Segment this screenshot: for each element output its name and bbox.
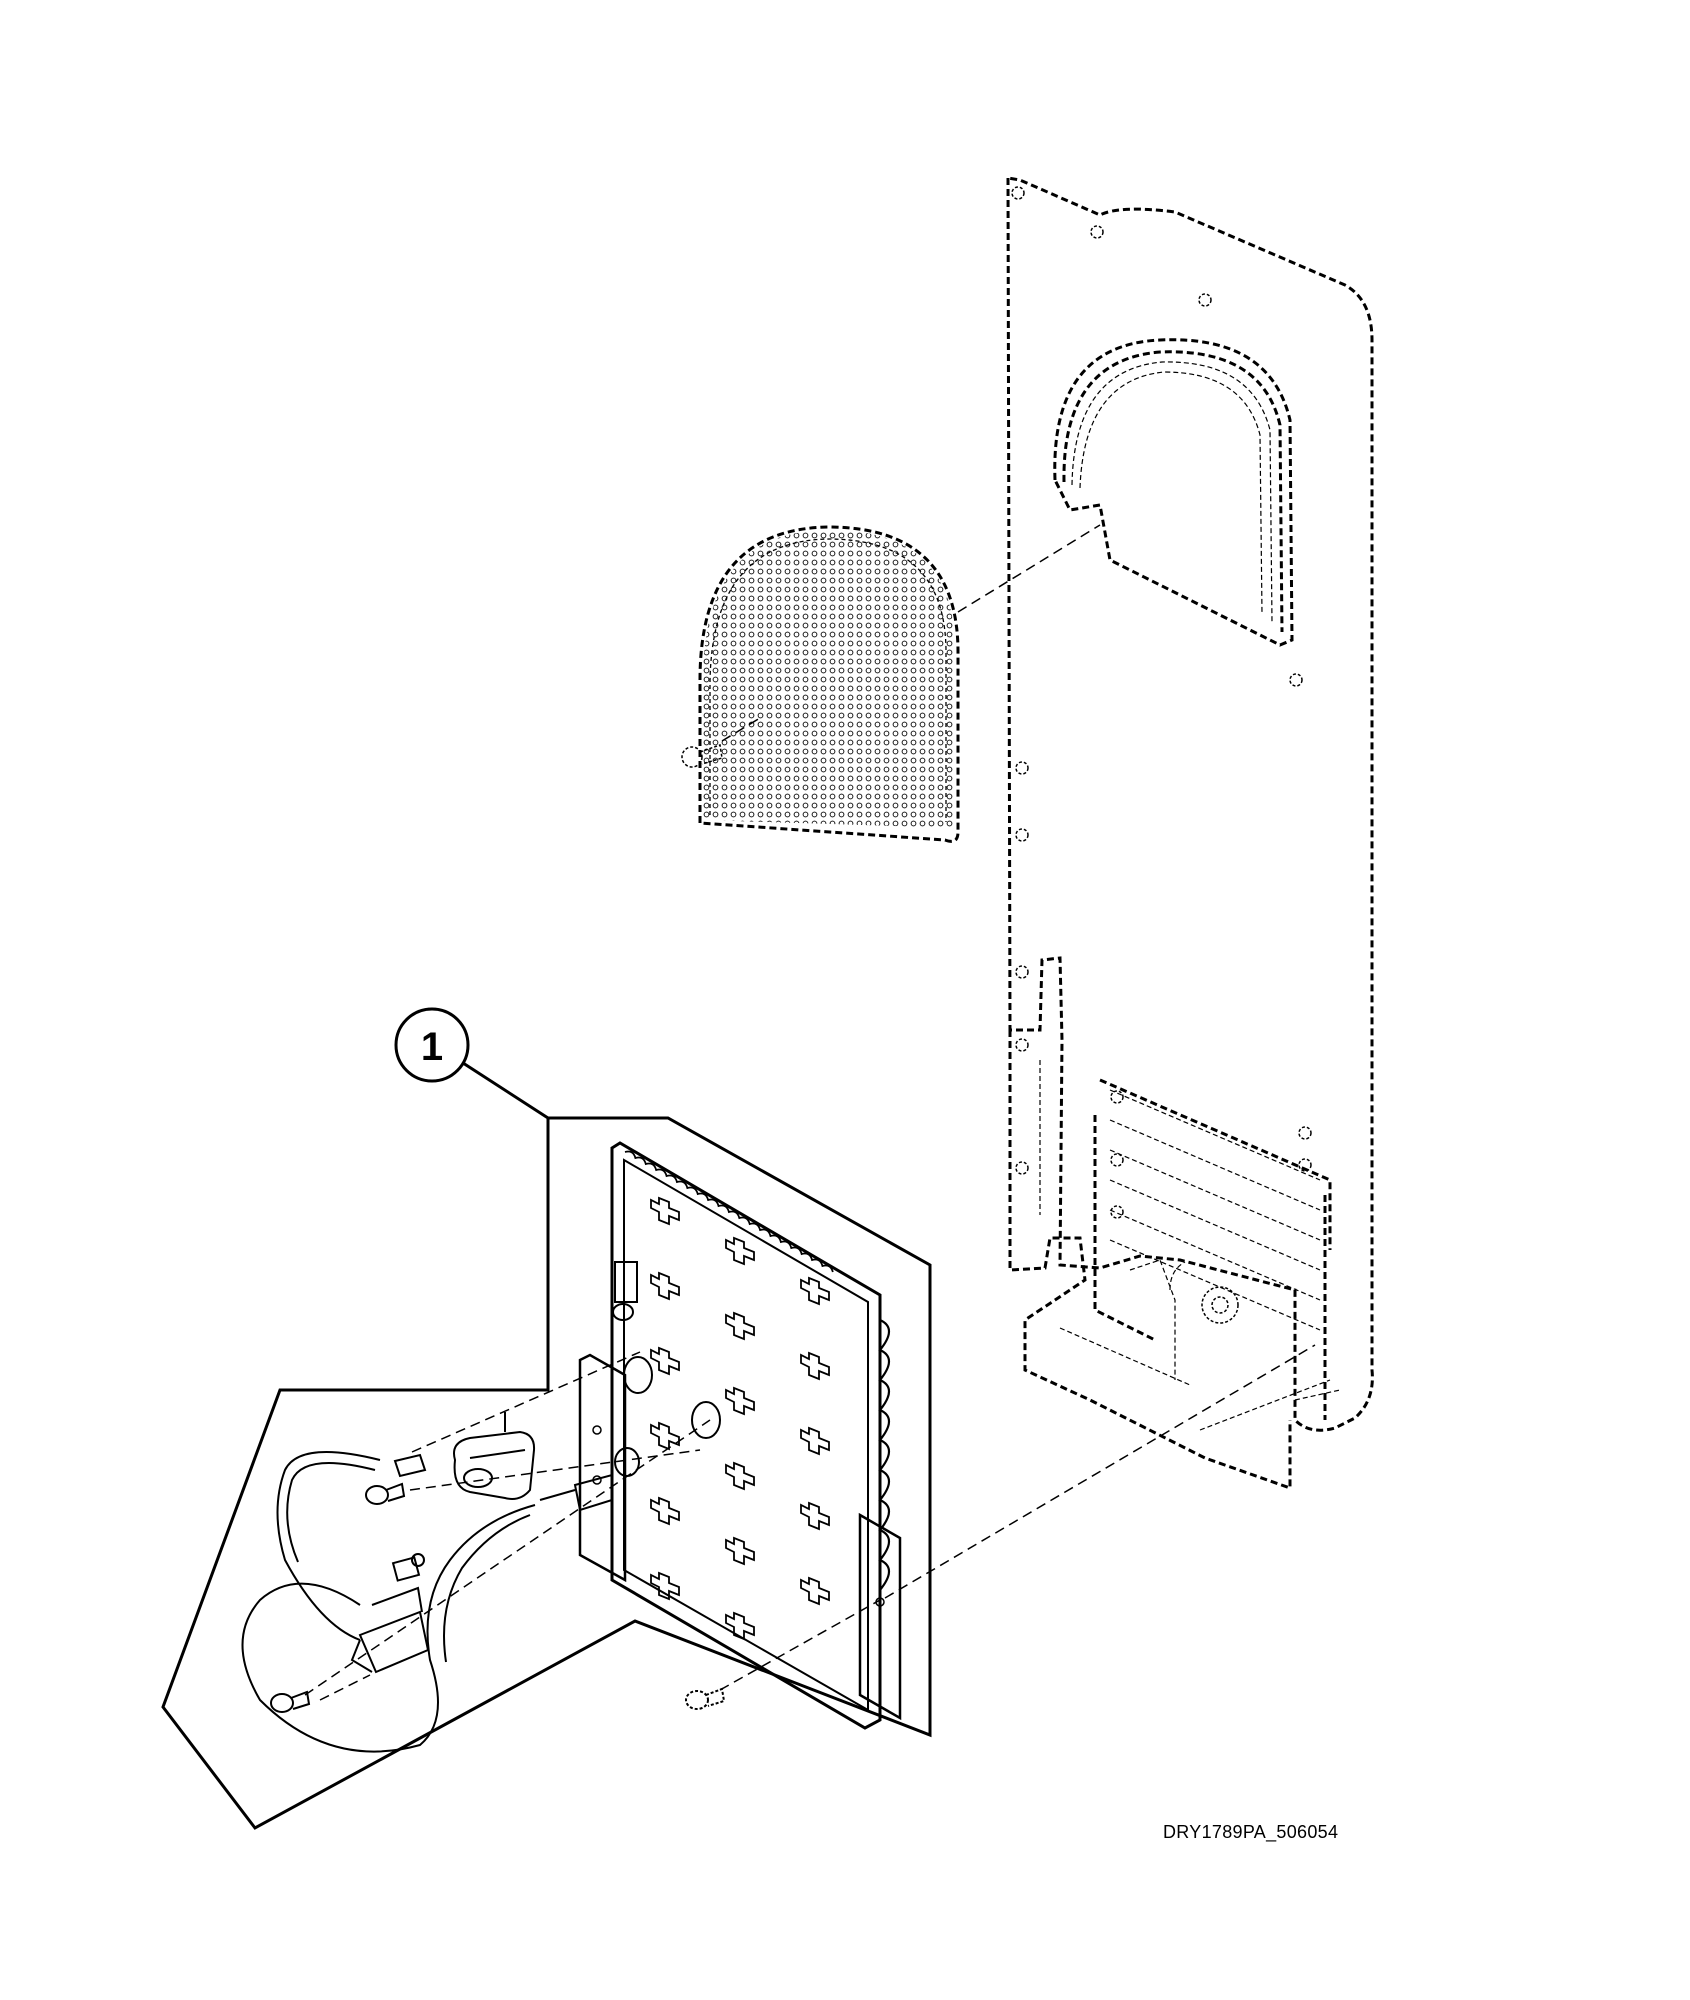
heater-tab xyxy=(650,1496,680,1526)
heater-tab xyxy=(800,1576,830,1606)
heater-tab xyxy=(725,1536,755,1566)
screw-3 xyxy=(685,1687,726,1710)
heater-tab xyxy=(725,1236,755,1266)
heater-tab xyxy=(725,1386,755,1416)
assembly-boundary xyxy=(161,1116,932,1830)
thermostat-assembly xyxy=(350,1412,613,1674)
heater-tab xyxy=(650,1196,680,1226)
heater-tab xyxy=(800,1501,830,1531)
drawing-code: DRY1789PA_506054 xyxy=(1163,1822,1339,1842)
heater-tab xyxy=(725,1611,755,1641)
mesh-filter-cover xyxy=(698,525,960,843)
heater-tab xyxy=(650,1271,680,1301)
heater-tab xyxy=(650,1571,680,1601)
mesh-filter-screw xyxy=(681,743,723,768)
heater-tab xyxy=(650,1421,680,1451)
wire-harness xyxy=(241,1451,536,1753)
back-panel-holes xyxy=(1011,186,1312,1324)
assembly-leader-lines xyxy=(304,524,1316,1701)
back-panel xyxy=(1006,176,1374,1491)
heater-tabs xyxy=(650,1196,830,1641)
plate-screws xyxy=(270,1482,726,1713)
heater-tab xyxy=(800,1276,830,1306)
heater-tab xyxy=(800,1351,830,1381)
screw-2 xyxy=(270,1690,311,1713)
heater-tab xyxy=(650,1346,680,1376)
heater-plate xyxy=(578,1141,902,1730)
heater-tab xyxy=(725,1461,755,1491)
heater-tab xyxy=(725,1311,755,1341)
heater-tab xyxy=(800,1426,830,1456)
screw-1 xyxy=(365,1482,406,1505)
callout-1: 1 xyxy=(394,1007,549,1120)
callout-1-number: 1 xyxy=(421,1025,443,1069)
back-panel-detail-lines xyxy=(1039,361,1341,1431)
